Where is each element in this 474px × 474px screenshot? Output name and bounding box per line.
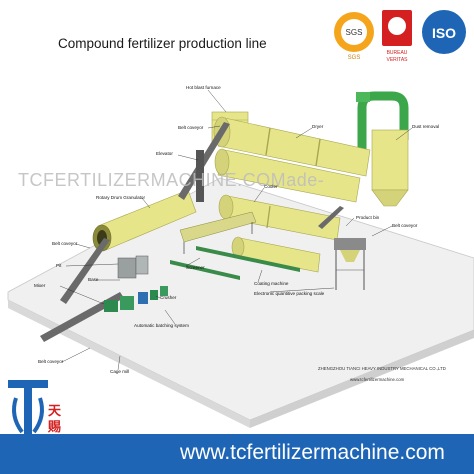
label-cooler: Cooler bbox=[264, 184, 278, 189]
green-fan bbox=[356, 92, 370, 102]
label-belt-conveyor-left: Belt coveyor bbox=[52, 241, 78, 246]
logo-char-2: 赐 bbox=[48, 420, 62, 435]
bv-badge-bottom: VERITAS bbox=[386, 57, 408, 63]
green-conveyor bbox=[196, 246, 300, 272]
sgs-badge: SGS SGS bbox=[334, 12, 374, 61]
label-crusher: Crusher bbox=[160, 295, 177, 300]
logo-char-1: 天 bbox=[48, 404, 62, 419]
label-elevator: Elevator bbox=[156, 151, 173, 156]
cooler-drum bbox=[218, 194, 341, 241]
belt-conveyor-right bbox=[318, 206, 344, 229]
label-packing-scale: Electronic quantitive packing scale bbox=[254, 291, 325, 296]
floor-edge-right bbox=[250, 330, 474, 428]
green-duct bbox=[357, 91, 409, 158]
belt-conveyor-left bbox=[60, 238, 110, 304]
footer-url[interactable]: www.tcfertilizermachine.com bbox=[180, 441, 445, 464]
sgs-badge-caption: SGS bbox=[348, 55, 361, 61]
bureau-veritas-badge: BUREAU VERITAS bbox=[382, 10, 412, 63]
watermark-text: TCFERTILIZERMACHINE.COMade- bbox=[18, 170, 324, 191]
floor-edge bbox=[8, 300, 250, 428]
label-mixer: Mixer bbox=[34, 283, 46, 288]
sgs-badge-text: SGS bbox=[346, 28, 363, 37]
footer-bar bbox=[0, 434, 474, 474]
label-belt-conveyor-right: Belt coveyor bbox=[392, 223, 418, 228]
watermark-main: TCFERTILIZERMACHINE.COM bbox=[18, 170, 287, 190]
dust-removal-unit bbox=[371, 129, 409, 207]
product-bin-frame bbox=[334, 238, 366, 290]
pit-unit bbox=[117, 255, 149, 279]
label-pit: Pit bbox=[56, 263, 62, 268]
label-base: Base bbox=[88, 277, 99, 282]
label-hot-blast-furnace: Hot blast furnace bbox=[186, 85, 221, 90]
iso-badge-text: ISO bbox=[432, 25, 456, 41]
dryer-drum-lower bbox=[214, 148, 361, 203]
label-belt-conveyor-bottom: Belt coveyor bbox=[38, 359, 64, 364]
label-dryer: Dryer bbox=[312, 124, 324, 129]
certification-badges: SGS SGS BUREAU VERITAS ISO bbox=[334, 10, 466, 63]
belt-conveyor-bottom bbox=[40, 292, 124, 342]
label-rotary-drum-granulator: Rotary Drum Granulator bbox=[96, 195, 146, 200]
screener bbox=[179, 211, 257, 254]
company-url: www.tcfertilizermachine.com bbox=[350, 377, 405, 382]
label-screener: Screener bbox=[186, 265, 205, 270]
label-dust-removal: Dust removal bbox=[412, 124, 440, 129]
batching-area bbox=[104, 286, 168, 312]
label-batching-system: Automatic batching system bbox=[134, 323, 189, 328]
leader-lines bbox=[59, 89, 413, 371]
company-name: ZHENGZHOU TIANCI HEAVY INDUSTRY MECHANIC… bbox=[318, 366, 446, 371]
label-belt-conveyor-top: Belt coveyor bbox=[178, 125, 204, 130]
coating-machine bbox=[231, 236, 321, 273]
elevator bbox=[196, 150, 204, 202]
diagram-title: Compound fertilizer production line bbox=[58, 36, 267, 51]
label-cage-mill: Cage mill bbox=[110, 369, 130, 374]
iso-badge: ISO bbox=[422, 10, 466, 54]
watermark-tail: ade- bbox=[286, 170, 325, 190]
label-product-bin: Product bin bbox=[356, 215, 380, 220]
bv-badge-top: BUREAU bbox=[387, 50, 408, 56]
label-coating-machine: Coating machine bbox=[254, 281, 289, 286]
